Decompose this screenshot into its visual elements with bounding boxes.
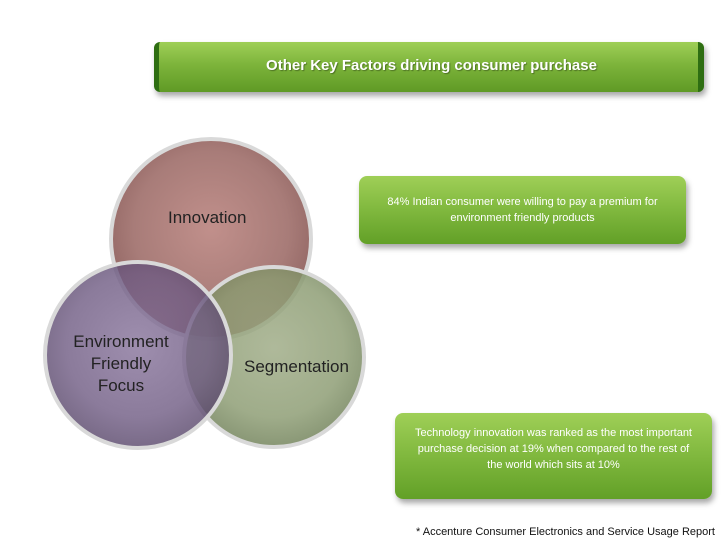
stat-callout-premium-text: 84% Indian consumer were willing to pay … [387,196,658,224]
environment-circle [43,260,233,450]
title-banner: Other Key Factors driving consumer purch… [154,42,704,92]
source-footnote: * Accenture Consumer Electronics and Ser… [416,526,715,538]
innovation-label: Innovation [168,208,247,227]
banner-title: Other Key Factors driving consumer purch… [266,57,597,74]
stat-callout-technology-text: Technology innovation was ranked as the … [415,427,692,471]
stat-callout-premium: 84% Indian consumer were willing to pay … [359,176,686,244]
stat-callout-technology: Technology innovation was ranked as the … [395,413,712,499]
environment-label: Environment Friendly Focus [73,332,169,395]
segmentation-label: Segmentation [244,357,349,376]
